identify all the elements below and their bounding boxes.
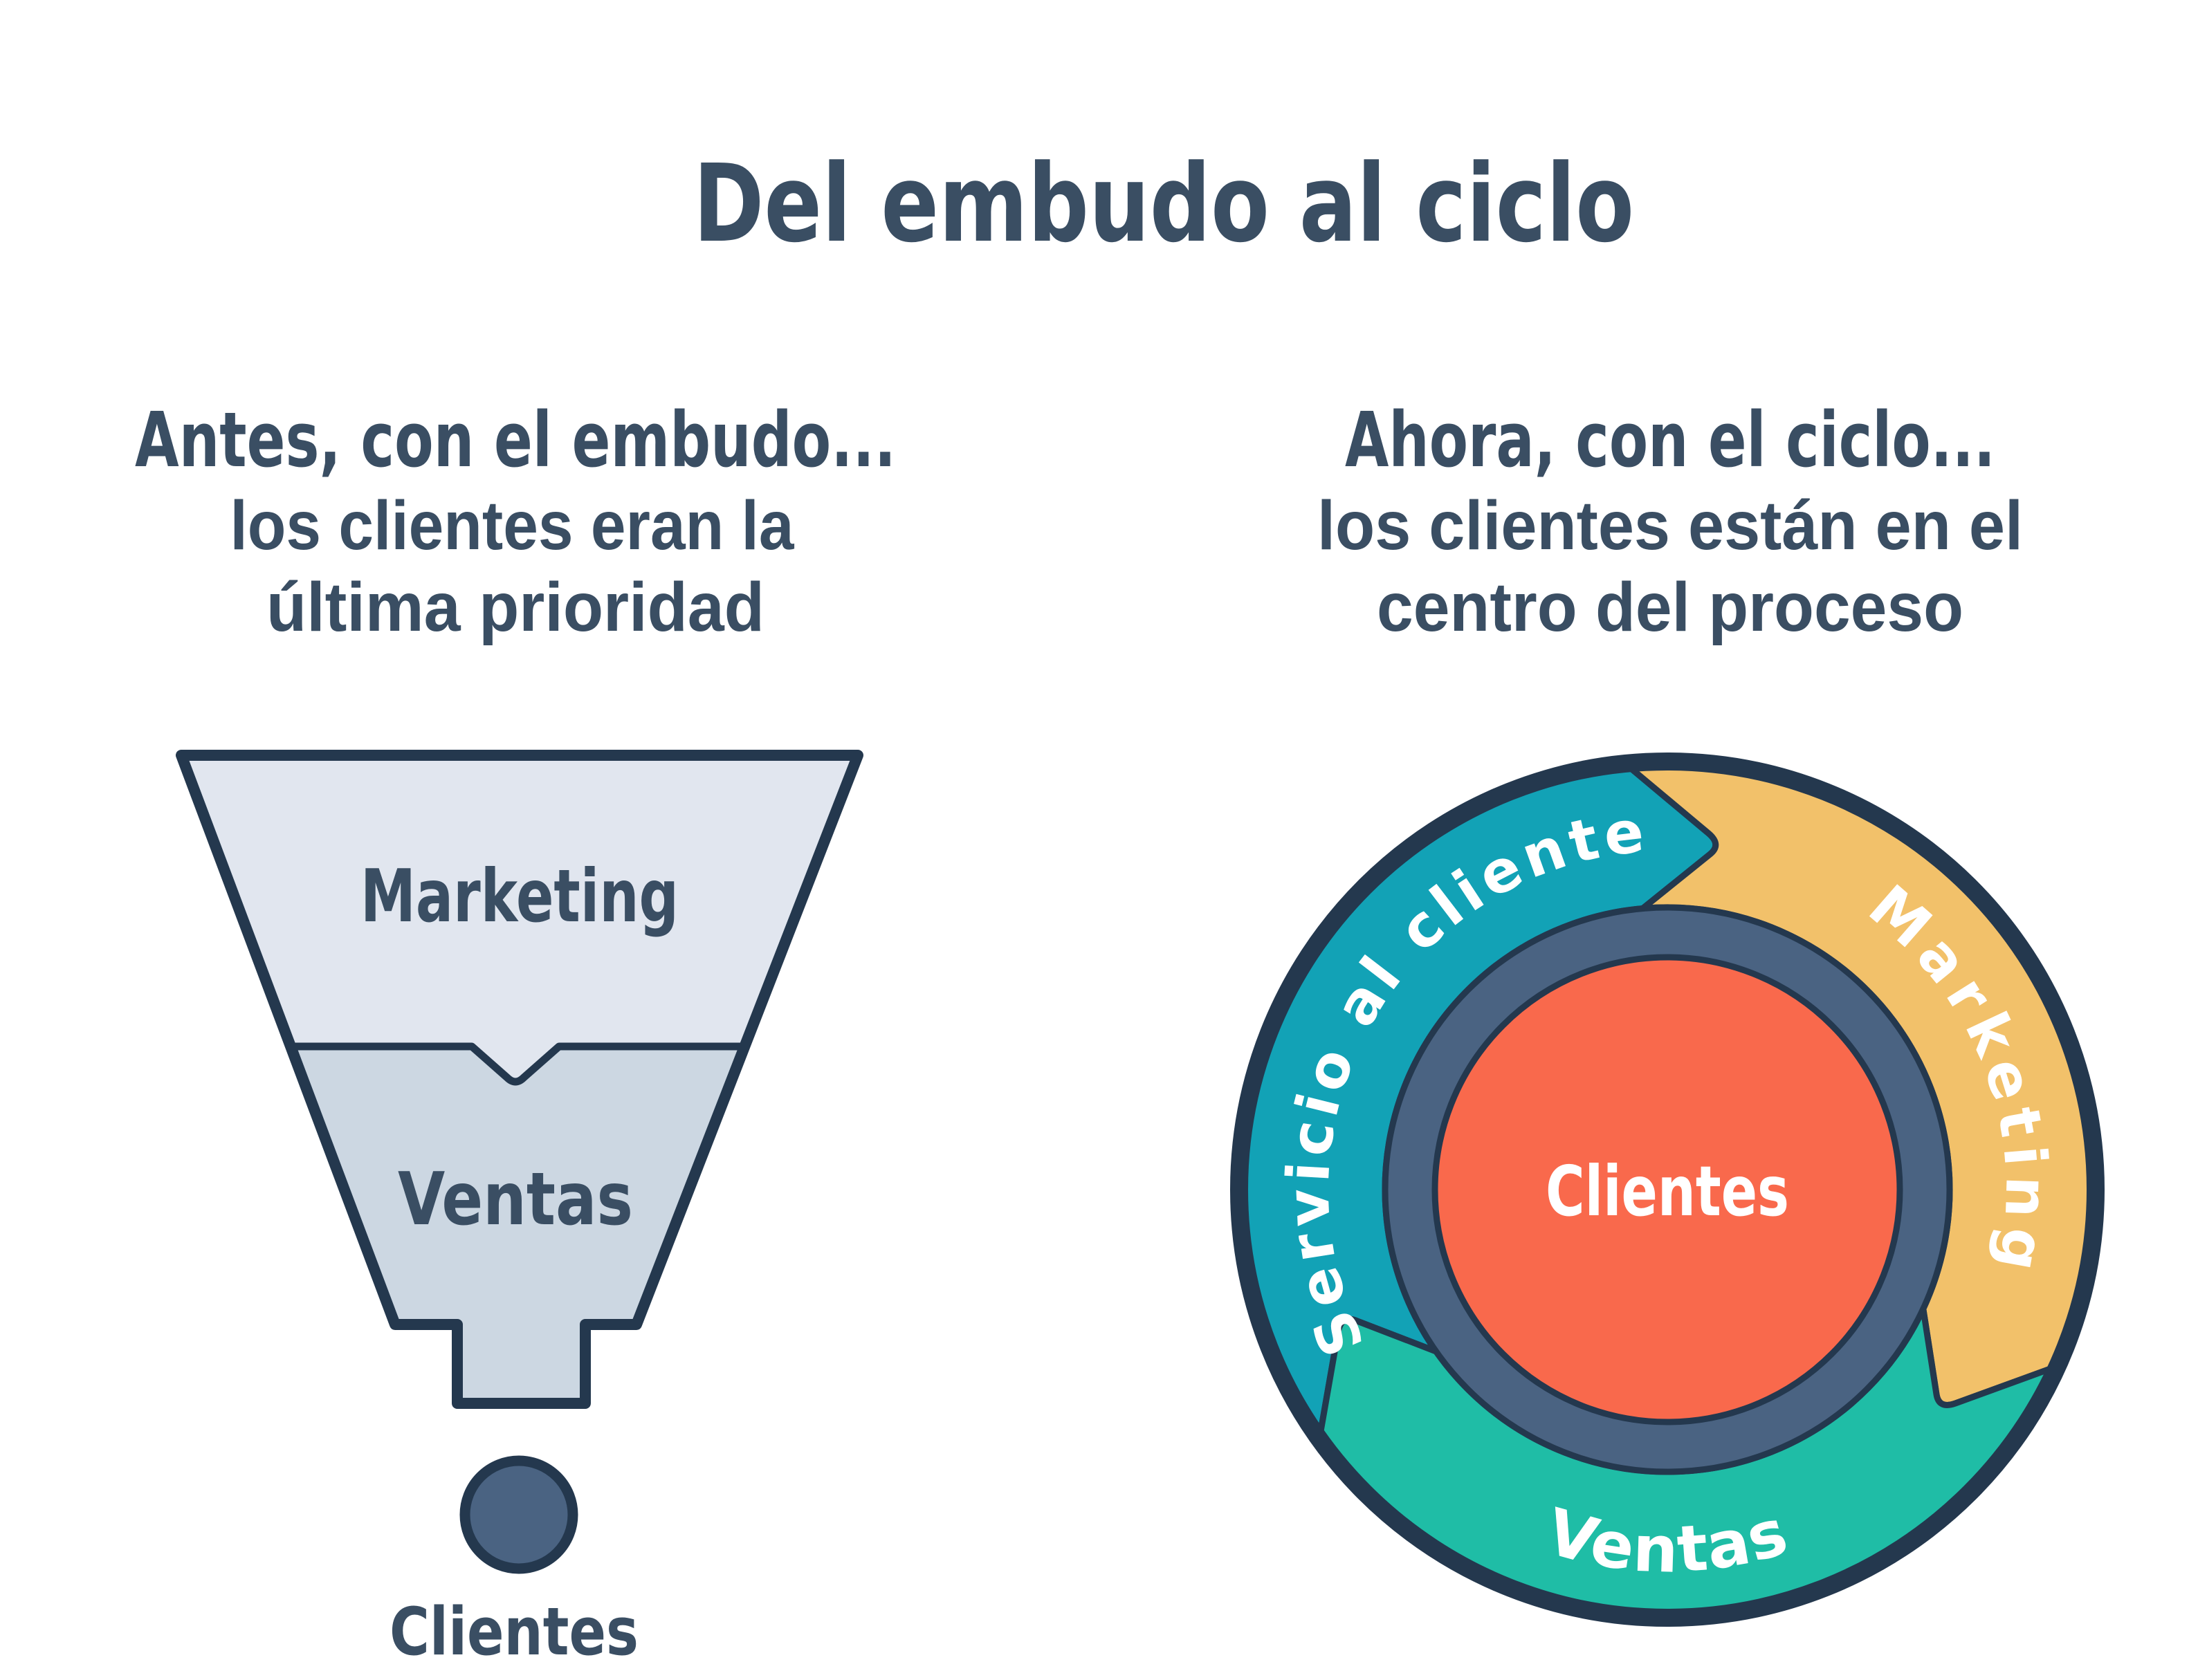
flywheel-clientes-label: Clientes (1546, 1151, 1789, 1232)
left-heading: Antes, con el embudo... (135, 396, 896, 484)
flywheel-center-circle (1431, 954, 1903, 1425)
right-subheading-line1: los clientes están en el (1317, 487, 2023, 564)
page-title: Del embudo al ciclo (693, 141, 1634, 266)
flywheel-diagram: Servicio al cliente Marketing Ventas Cli… (1230, 753, 2105, 1627)
funnel-diagram: Marketing Ventas Clientes (176, 750, 863, 1670)
right-heading: Ahora, con el ciclo... (1345, 396, 1995, 484)
right-subheading-line2: centro del proceso (1377, 569, 1963, 646)
funnel-clientes-label: Clientes (390, 1594, 639, 1670)
left-subheading-line1: los clientes eran la (230, 487, 795, 564)
left-subheading-line2: última prioridad (266, 569, 764, 646)
funnel-divider (291, 1042, 744, 1086)
left-heading-block: Antes, con el embudo... los clientes era… (135, 396, 896, 646)
funnel-ventas-section (291, 1046, 744, 1403)
funnel-ventas-label: Ventas (398, 1157, 633, 1241)
flywheel-outer-ring (1230, 753, 2105, 1627)
funnel-outline (176, 750, 863, 1409)
funnel-marketing-label: Marketing (360, 854, 679, 939)
clientes-dot (459, 1455, 578, 1574)
right-heading-block: Ahora, con el ciclo... los clientes está… (1317, 396, 2023, 646)
